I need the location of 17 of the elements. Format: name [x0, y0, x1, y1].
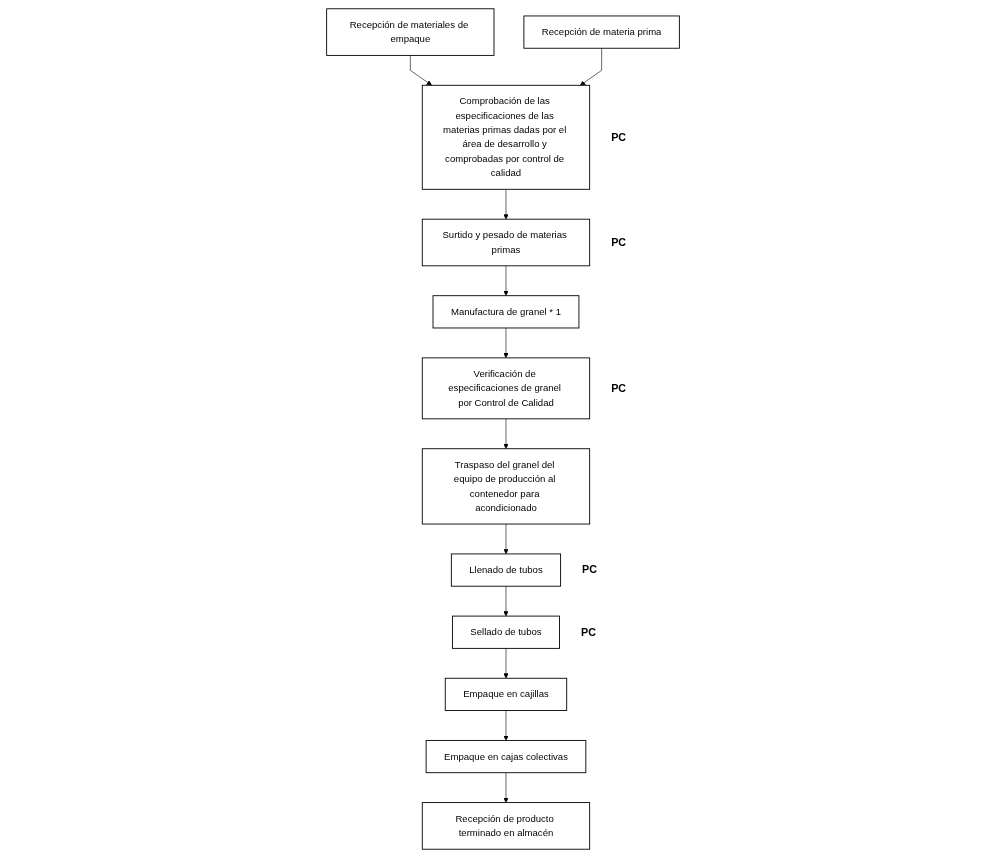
node-box: Traspaso del granel del equipo de producción al contenedor para acondicionado: [421, 448, 591, 525]
node-box: Empaque en cajillas: [444, 677, 568, 711]
node-box: Verificación de especificaciones de granel por Control de Calidad: [421, 357, 591, 420]
node-box: Empaque en cajas colectivas: [425, 739, 587, 774]
node-box: Surtido y pesado de materias primas: [421, 218, 591, 267]
node-box: Sellado de tubos: [451, 615, 560, 649]
node-box: Llenado de tubos: [450, 553, 562, 587]
node-label: PC: [581, 625, 597, 638]
node-box: Manufactura de granel * 1: [432, 295, 580, 329]
node-label: PC: [611, 382, 627, 395]
node-label: PC: [582, 563, 598, 576]
node-box: Comprobación de las especificaciones de las materias primas dadas por el área de desarrollo y comprobadas por control de calidad: [421, 84, 591, 190]
node-box: Recepción de materiales de empaque: [326, 8, 495, 56]
node-label: PC: [611, 131, 627, 143]
node-box: Recepción de producto terminado en almacén: [421, 802, 591, 850]
node-box: Recepción de materia prima: [523, 15, 680, 49]
node-label: PC: [611, 236, 627, 249]
